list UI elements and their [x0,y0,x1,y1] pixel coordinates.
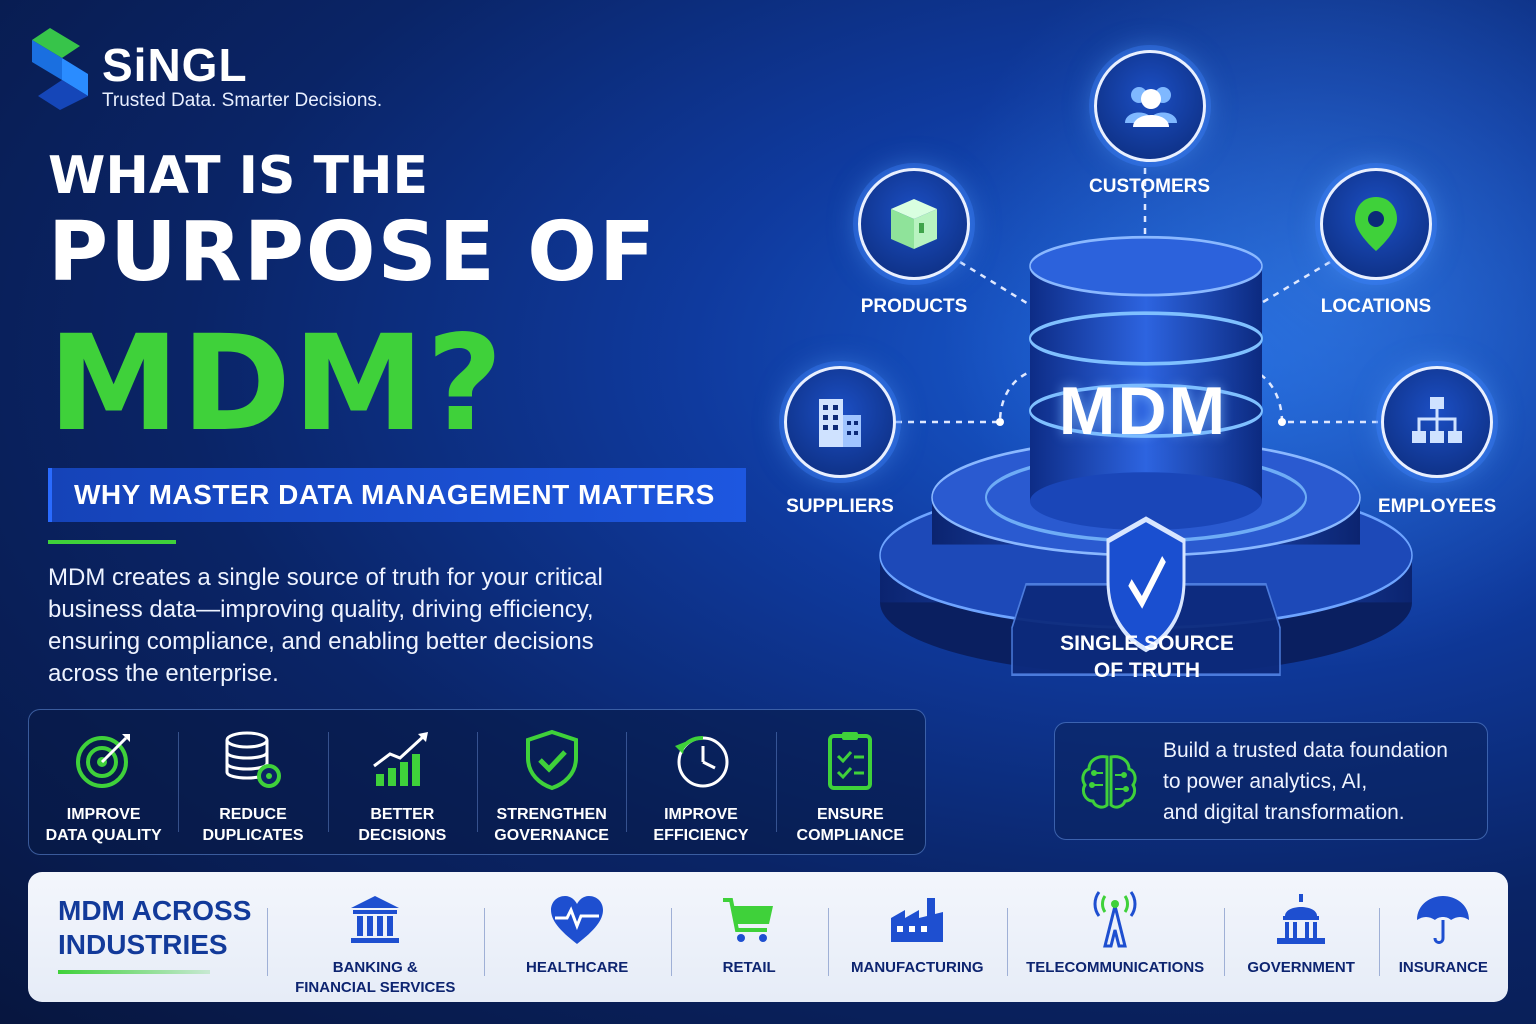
cart-icon [723,898,774,942]
benefit-label: IMPROVE EFFICIENCY [653,806,749,844]
industry-label: INSURANCE [1398,959,1488,976]
benefit-duplicates: REDUCE DUPLICATES [178,710,327,854]
umbrella-icon [1417,896,1470,944]
node-circle [1320,168,1432,280]
shield-check-icon [525,729,578,791]
bank-icon [351,896,400,943]
benefit-decisions: BETTER DECISIONS [327,710,477,854]
factory-icon [891,898,944,942]
industry-insurance: INSURANCE [1378,872,1508,1002]
industries-panel: MDM ACROSS INDUSTRIES BANKING & FINANCIA… [28,872,1508,1002]
industry-label: MANUFACTURING [851,959,984,976]
node-label: PRODUCTS [860,296,968,317]
node-circle [1381,366,1494,478]
industry-retail: RETAIL [670,872,828,1002]
description: MDM creates a single source of truth for… [48,564,603,687]
buildings-icon [819,399,861,447]
node-customers: CUSTOMERS [1089,50,1210,198]
foundation-text: Build a trusted data foundation to power… [1163,738,1448,824]
industry-label: RETAIL [722,959,776,976]
industry-label: TELECOMMUNICATIONS [1026,959,1205,976]
industry-government: GOVERNMENT [1223,872,1379,1002]
benefits-panel: IMPROVE DATA QUALITY REDUCE DUPLICATES B… [28,709,926,855]
benefit-label: ENSURE COMPLIANCE [796,806,905,844]
location-pin-icon [1355,197,1397,251]
node-circle [784,366,896,478]
clipboard-check-icon [828,732,873,790]
singl-logo-icon [32,28,88,110]
node-employees: EMPLOYEES [1378,366,1496,518]
mdm-platform [879,235,1413,677]
growth-chart-icon [373,732,429,786]
industries-title: MDM ACROSS INDUSTRIES [58,895,252,960]
node-products: PRODUCTS [858,168,970,318]
subheading-text: WHY MASTER DATA MANAGEMENT MATTERS [74,479,715,510]
brain-circuit-icon [1081,755,1137,809]
node-locations: LOCATIONS [1320,168,1432,318]
tower-icon [1093,891,1137,948]
heart-pulse-icon [551,896,604,944]
industry-manufacturing: MANUFACTURING [827,872,1007,1002]
box-icon [891,199,937,249]
node-label: CUSTOMERS [1089,176,1211,197]
people-icon [1124,87,1177,127]
headline-line-3: MDM? [48,307,505,461]
benefit-label: STRENGTHEN GOVERNANCE [494,806,609,844]
clock-refresh-icon [674,735,729,788]
capitol-icon [1277,894,1326,944]
mdm-center-label: MDM [1058,373,1228,449]
node-label: LOCATIONS [1320,296,1432,317]
divider [48,540,176,544]
benefit-compliance: ENSURE COMPLIANCE [775,710,925,854]
industry-label: BANKING & FINANCIAL SERVICES [295,959,456,996]
benefit-data-quality: IMPROVE DATA QUALITY [29,710,178,854]
industry-healthcare: HEALTHCARE [483,872,671,1002]
brand-tagline: Trusted Data. Smarter Decisions. [102,90,383,111]
org-chart-icon [1412,397,1463,443]
industries-heading: MDM ACROSS INDUSTRIES [28,872,267,1002]
node-suppliers: SUPPLIERS [784,366,896,518]
brand-name: SiNGL [102,39,248,91]
industry-telecom: TELECOMMUNICATIONS [1006,872,1224,1002]
subheading-banner: WHY MASTER DATA MANAGEMENT MATTERS [48,468,746,522]
database-gear-icon [225,731,281,788]
benefit-label: REDUCE DUPLICATES [202,806,304,844]
benefit-governance: STRENGTHEN GOVERNANCE [476,710,626,854]
node-label: EMPLOYEES [1378,496,1497,517]
single-source-label: SINGLE SOURCE OF TRUTH [1060,632,1234,682]
industry-label: GOVERNMENT [1247,959,1355,976]
benefit-label: IMPROVE DATA QUALITY [45,806,162,844]
node-label: SUPPLIERS [786,496,894,517]
node-circle [1093,50,1206,162]
industries-rule [58,970,210,974]
industry-label: HEALTHCARE [526,959,629,976]
benefit-efficiency: IMPROVE EFFICIENCY [626,710,775,854]
headline-line-2: PURPOSE OF [48,205,657,300]
industry-banking: BANKING & FINANCIAL SERVICES [266,872,484,1002]
node-circle [858,168,970,280]
target-icon [75,734,130,788]
benefit-label: BETTER DECISIONS [358,806,447,844]
headline-line-1: WHAT IS THE [48,146,429,206]
brand-logo: SiNGL [28,28,248,110]
foundation-callout: Build a trusted data foundation to power… [1054,722,1488,840]
